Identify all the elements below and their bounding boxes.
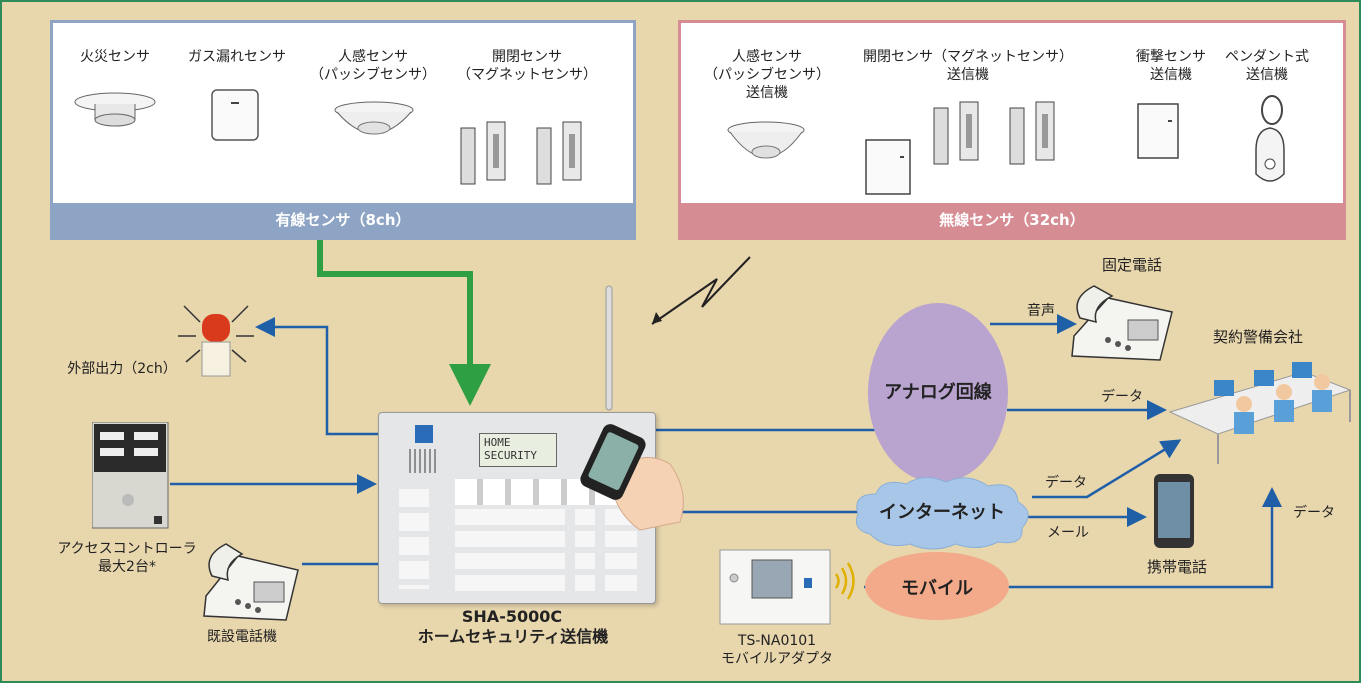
security-company-label: 契約警備会社 <box>1212 328 1303 346</box>
wireless-shock-label: 衝撃センサ送信機 <box>1136 49 1206 83</box>
wireless-motion-icon <box>727 121 805 159</box>
smartphone-hand-icon <box>580 424 684 531</box>
mobile-adapter-icon <box>719 549 831 625</box>
wireless-shock-icon <box>1137 103 1179 159</box>
data-analog-flow-label: データ <box>1101 389 1143 405</box>
wireless-magnet-sensor-icon <box>933 101 1055 165</box>
beacon-icon <box>178 305 254 377</box>
gas-sensor-icon <box>211 89 259 141</box>
numeric-keypad[interactable] <box>455 509 565 593</box>
magnet-sensor-icon <box>460 121 582 185</box>
internet-cloud-node <box>856 477 1029 550</box>
wireless-pendant-label: ペンダント式送信機 <box>1225 49 1309 83</box>
security-company-icon <box>1168 362 1352 464</box>
mobile-adapter-model: TS-NA0101 <box>737 633 817 649</box>
pendant-icon <box>1255 95 1285 182</box>
motion-sensor-label: 人感センサ（パッシブセンサ） <box>310 49 436 83</box>
radio-waves-icon <box>834 562 855 600</box>
wireless-magnet-label: 開閉センサ（マグネットセンサ）送信機 <box>863 49 1073 83</box>
gas-sensor-label: ガス漏れセンサ <box>188 49 286 65</box>
access-controller-icon <box>92 422 169 529</box>
fire-sensor-label: 火災センサ <box>80 49 150 65</box>
wireless-signal-zigzag <box>651 256 751 325</box>
mobile-adapter-name: モバイルアダプタ <box>721 651 833 667</box>
voice-flow-label: 音声 <box>1027 303 1055 319</box>
existing-phone-label: 既設電話機 <box>207 629 277 645</box>
mail-flow-label: メール <box>1047 525 1089 541</box>
external-output-label: 外部出力（2ch） <box>67 361 177 377</box>
internet-label: インターネット <box>879 502 1005 523</box>
data-internet-flow-label: データ <box>1045 475 1087 491</box>
fixed-phone-label: 固定電話 <box>1101 256 1162 274</box>
access-controller-label: アクセスコントローラ最大2台* <box>57 541 197 575</box>
left-keys[interactable] <box>399 489 429 589</box>
fixed-phone-icon <box>1071 285 1173 361</box>
wireless-panel-title: 無線センサ（32ch） <box>681 203 1343 237</box>
mobile-phone-icon <box>1154 474 1194 548</box>
mobile-phone-label: 携帯電話 <box>1146 558 1207 576</box>
fire-sensor-icon <box>74 92 156 127</box>
data-mobile-flow-label: データ <box>1293 505 1335 521</box>
brand-logo <box>415 425 433 443</box>
wireless-motion-label: 人感センサ（パッシブセンサ）送信機 <box>704 49 830 101</box>
main-unit-model: SHA-5000C <box>461 607 563 626</box>
antenna-icon <box>605 285 613 411</box>
motion-sensor-icon <box>334 101 414 135</box>
magnet-sensor-label: 開閉センサ（マグネットセンサ） <box>457 49 597 83</box>
existing-phone-icon <box>203 543 299 621</box>
mobile-network-node <box>865 552 1009 620</box>
arrow-keys[interactable] <box>575 509 595 593</box>
internet-security-line <box>1032 439 1182 499</box>
speaker-grille <box>409 449 439 473</box>
mobile-network-label: モバイル <box>901 578 973 599</box>
wireless-magnet-transmitter-icon <box>865 139 911 195</box>
main-unit-name: ホームセキュリティ送信機 <box>417 627 609 646</box>
wired-sensor-line <box>317 240 491 406</box>
analog-line-label: アナログ回線 <box>884 382 992 403</box>
external-output-line <box>255 317 380 436</box>
analog-line-node <box>868 303 1008 483</box>
wired-panel-title: 有線センサ（8ch） <box>53 203 633 237</box>
